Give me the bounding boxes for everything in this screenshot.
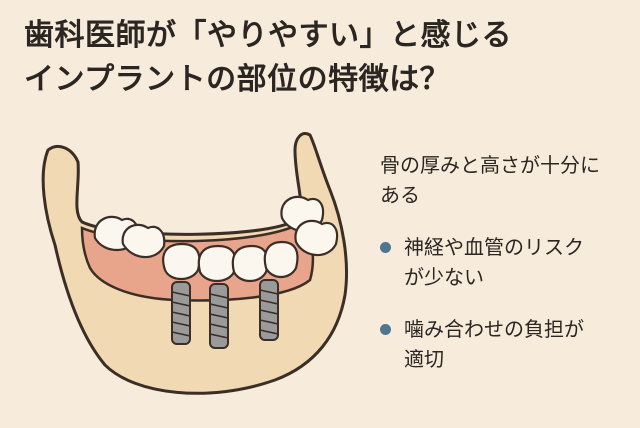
jaw-implant-illustration xyxy=(41,132,348,395)
feature-item-line-1: 噛み合わせの負担が xyxy=(404,317,584,341)
feature-lead-line-2: ある xyxy=(380,183,420,207)
feature-item: 神経や血管のリスク が少ない xyxy=(380,232,630,292)
feature-item-line-2: が少ない xyxy=(404,265,484,289)
bullet-icon xyxy=(380,242,391,253)
feature-item-line-1: 神経や血管のリスク xyxy=(404,235,584,259)
implant-1 xyxy=(171,281,191,345)
feature-item-line-2: 適切 xyxy=(404,347,444,371)
feature-lead: 骨の厚みと高さが十分に ある xyxy=(380,150,630,210)
feature-lead-line-1: 骨の厚みと高さが十分に xyxy=(380,153,600,177)
feature-list: 骨の厚みと高さが十分に ある 神経や血管のリスク が少ない 噛み合わせの負担が … xyxy=(380,150,630,396)
natural-molars-right xyxy=(280,195,339,257)
front-teeth xyxy=(162,240,299,283)
title-line-1: 歯科医師が「やりやすい」と感じる xyxy=(24,18,512,53)
implant-2 xyxy=(209,283,229,349)
page-title: 歯科医師が「やりやすい」と感じる インプラントの部位の特徴は？ xyxy=(24,14,624,102)
title-line-2: インプラントの部位の特徴は？ xyxy=(24,62,451,97)
bullet-icon xyxy=(380,324,391,335)
feature-item: 噛み合わせの負担が 適切 xyxy=(380,314,630,374)
natural-molars-left xyxy=(93,215,166,259)
implant-3 xyxy=(259,279,279,341)
